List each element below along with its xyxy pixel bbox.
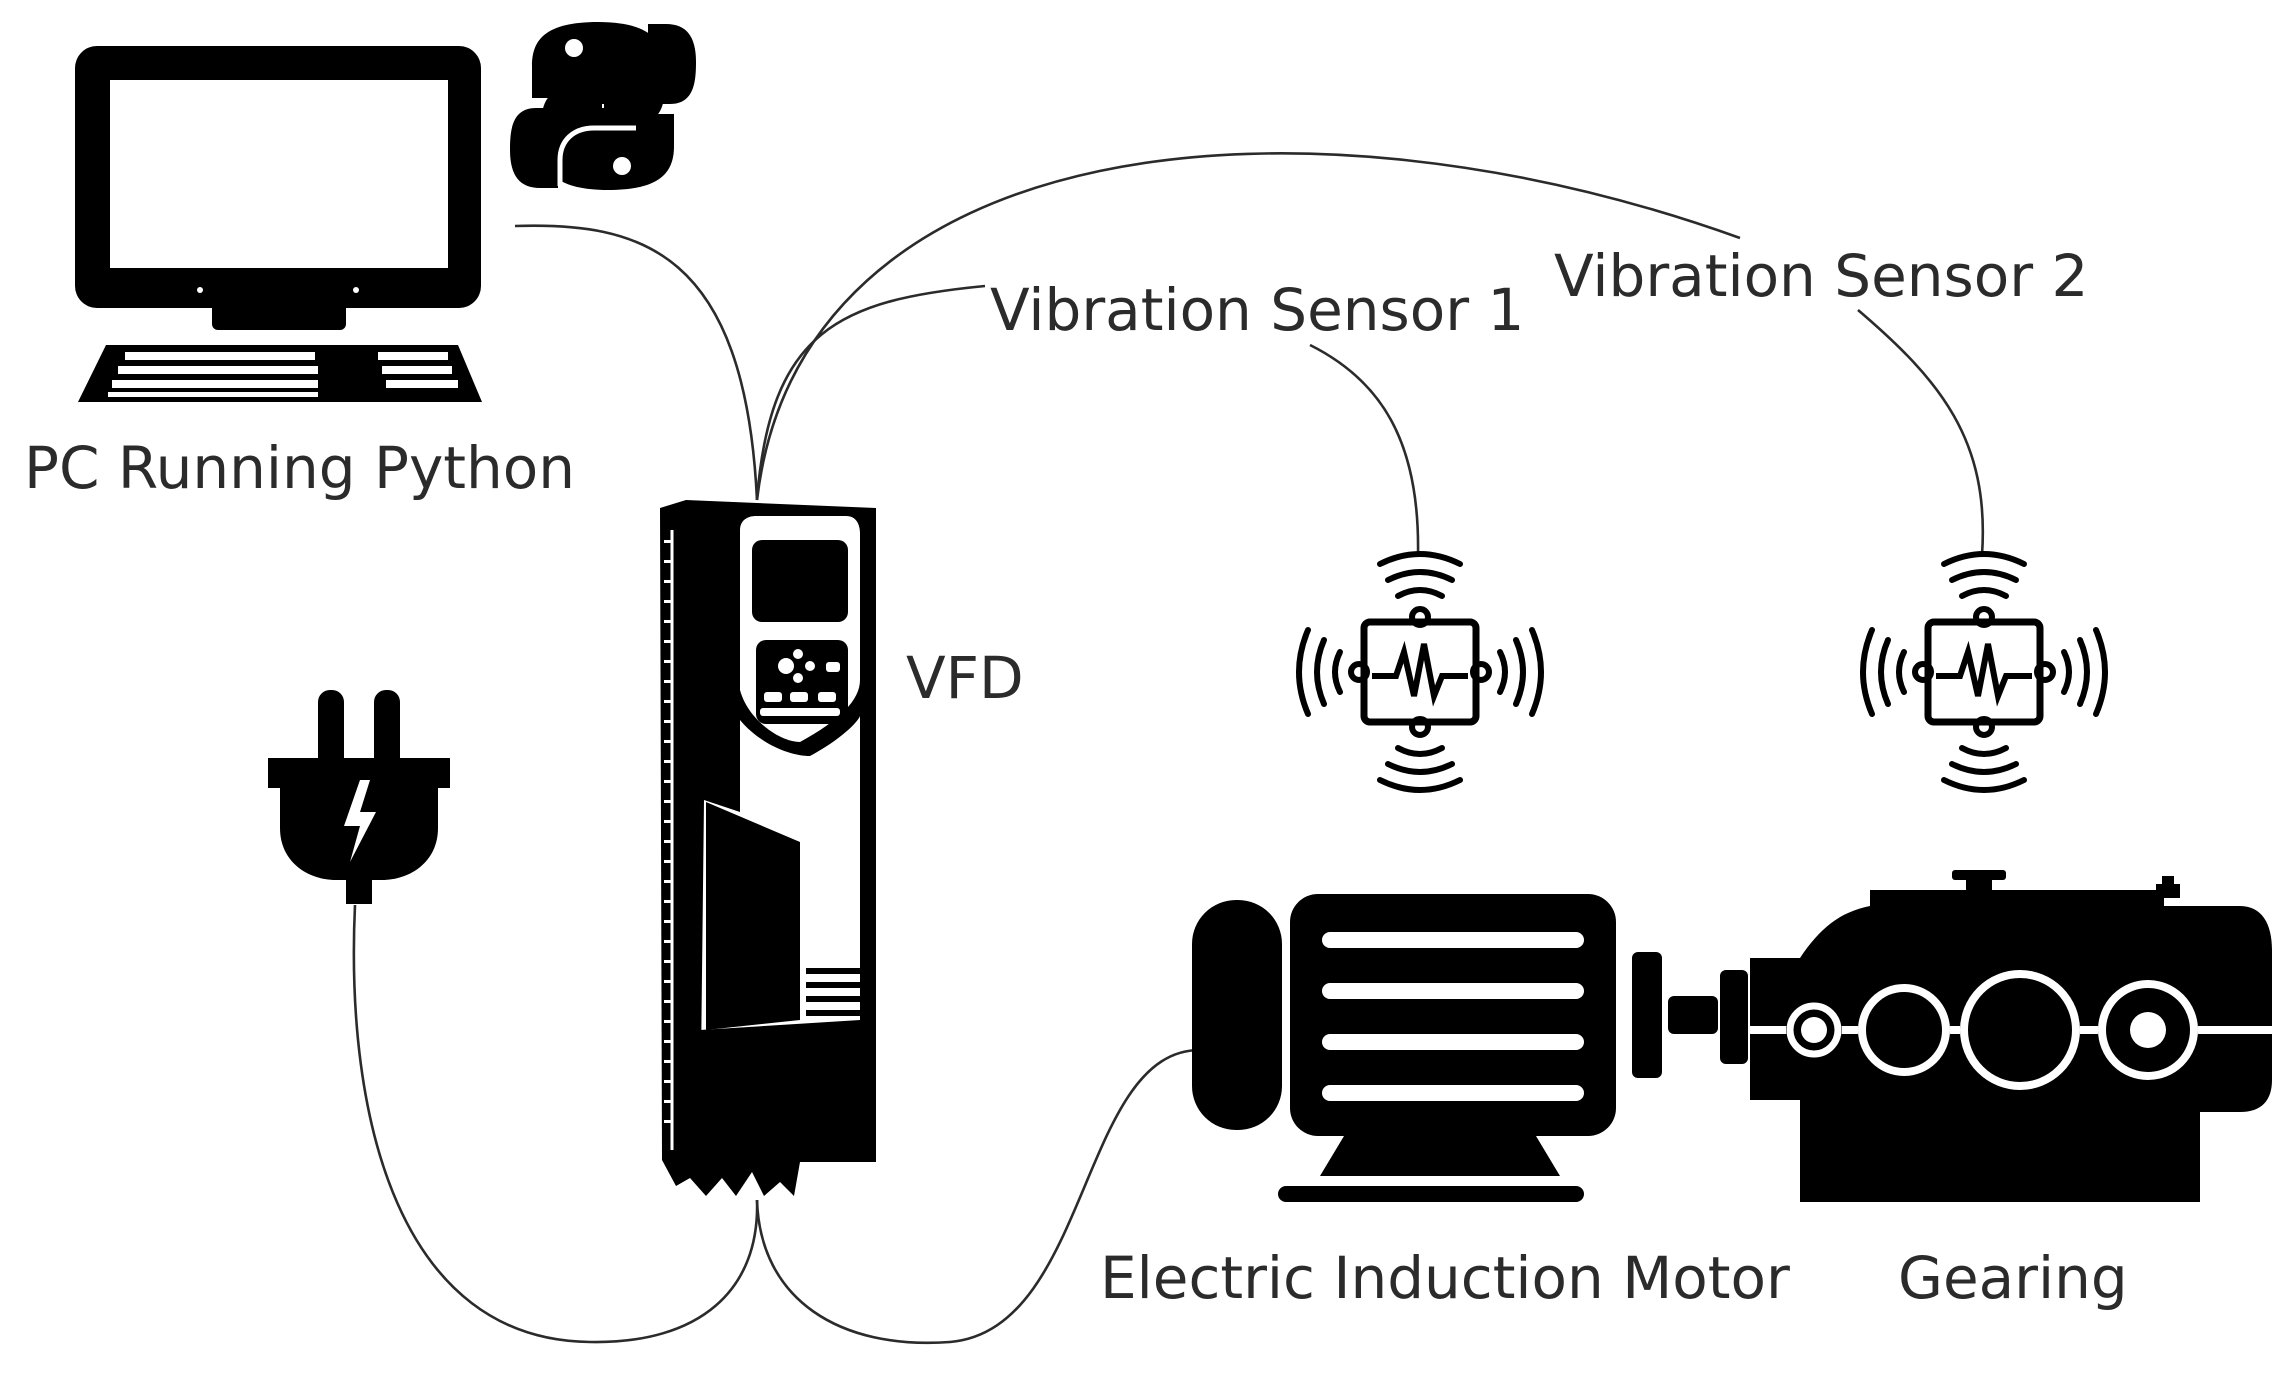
- vfd-rib-mark: [664, 760, 672, 763]
- vfd-rib-mark: [664, 1100, 672, 1103]
- motor-label: Electric Induction Motor: [1100, 1244, 1790, 1312]
- connection-wires: [352, 152, 1985, 1345]
- keyboard-keys: [108, 352, 458, 397]
- vfd-rib-mark: [664, 700, 672, 703]
- vfd-rib-mark: [664, 660, 672, 663]
- vfd-rib-mark: [664, 920, 672, 923]
- vfd-rib-mark: [664, 680, 672, 683]
- wire-sensor1-to-vfd: [755, 284, 986, 501]
- vibration-sensor-icon: [1296, 551, 1544, 793]
- vfd-rib-mark: [664, 980, 672, 983]
- vfd-rib-mark: [664, 580, 672, 583]
- vfd-rib-mark: [664, 1040, 672, 1043]
- vfd-rib-mark: [664, 640, 672, 643]
- vfd-rib-mark: [664, 1020, 672, 1023]
- vfd-rib-marks: [664, 540, 672, 1123]
- gearbox-icon: [1720, 870, 2272, 1202]
- vfd-rib-mark: [664, 1000, 672, 1003]
- vibration-sensor-icon: [1860, 551, 2108, 793]
- sensor1-label: Vibration Sensor 1: [990, 276, 1524, 344]
- wire-sensor1-lead: [1309, 343, 1420, 556]
- vfd-rib-mark: [664, 900, 672, 903]
- vfd-rib-mark: [664, 740, 672, 743]
- vfd-rib-mark: [664, 940, 672, 943]
- wire-sensor2-to-vfd: [755, 152, 1741, 501]
- vfd-rib-mark: [664, 560, 672, 563]
- diagram-labels: PC Running Python VFD Vibration Sensor 1…: [24, 242, 2128, 1312]
- computer-icon: [75, 46, 482, 402]
- vfd-rib-mark: [664, 780, 672, 783]
- vfd-rib-mark: [664, 800, 672, 803]
- vfd-vent-lines: [806, 968, 860, 1016]
- wire-sensor2-lead: [1857, 309, 1985, 556]
- vfd-rib-mark: [664, 840, 672, 843]
- vfd-rib-mark: [664, 1120, 672, 1123]
- motor-cooling-fins: [1322, 932, 1584, 1101]
- sensor2-label: Vibration Sensor 2: [1554, 242, 2088, 310]
- pc-label: PC Running Python: [24, 434, 575, 502]
- vfd-rib-mark: [664, 1080, 672, 1083]
- wire-vfd-to-motor: [755, 1048, 1201, 1345]
- electric-motor-icon: [1192, 894, 1718, 1202]
- vfd-rib-mark: [664, 880, 672, 883]
- variable-frequency-drive-icon: [660, 500, 876, 1196]
- vfd-keypad: [756, 640, 848, 724]
- vfd-label: VFD: [906, 644, 1024, 712]
- vfd-rib-mark: [664, 960, 672, 963]
- vfd-rib-mark: [664, 860, 672, 863]
- power-plug-icon: [268, 690, 450, 904]
- wire-pc-to-vfd: [514, 224, 759, 501]
- wire-plug-to-vfd: [352, 904, 759, 1344]
- gearing-label: Gearing: [1898, 1244, 2128, 1312]
- vfd-rib-mark: [664, 620, 672, 623]
- vfd-rib-mark: [664, 600, 672, 603]
- vfd-rib-mark: [664, 720, 672, 723]
- vfd-rib-mark: [664, 540, 672, 543]
- python-logo-icon: [510, 22, 696, 190]
- vfd-rib-mark: [664, 1060, 672, 1063]
- vfd-rib-mark: [664, 820, 672, 823]
